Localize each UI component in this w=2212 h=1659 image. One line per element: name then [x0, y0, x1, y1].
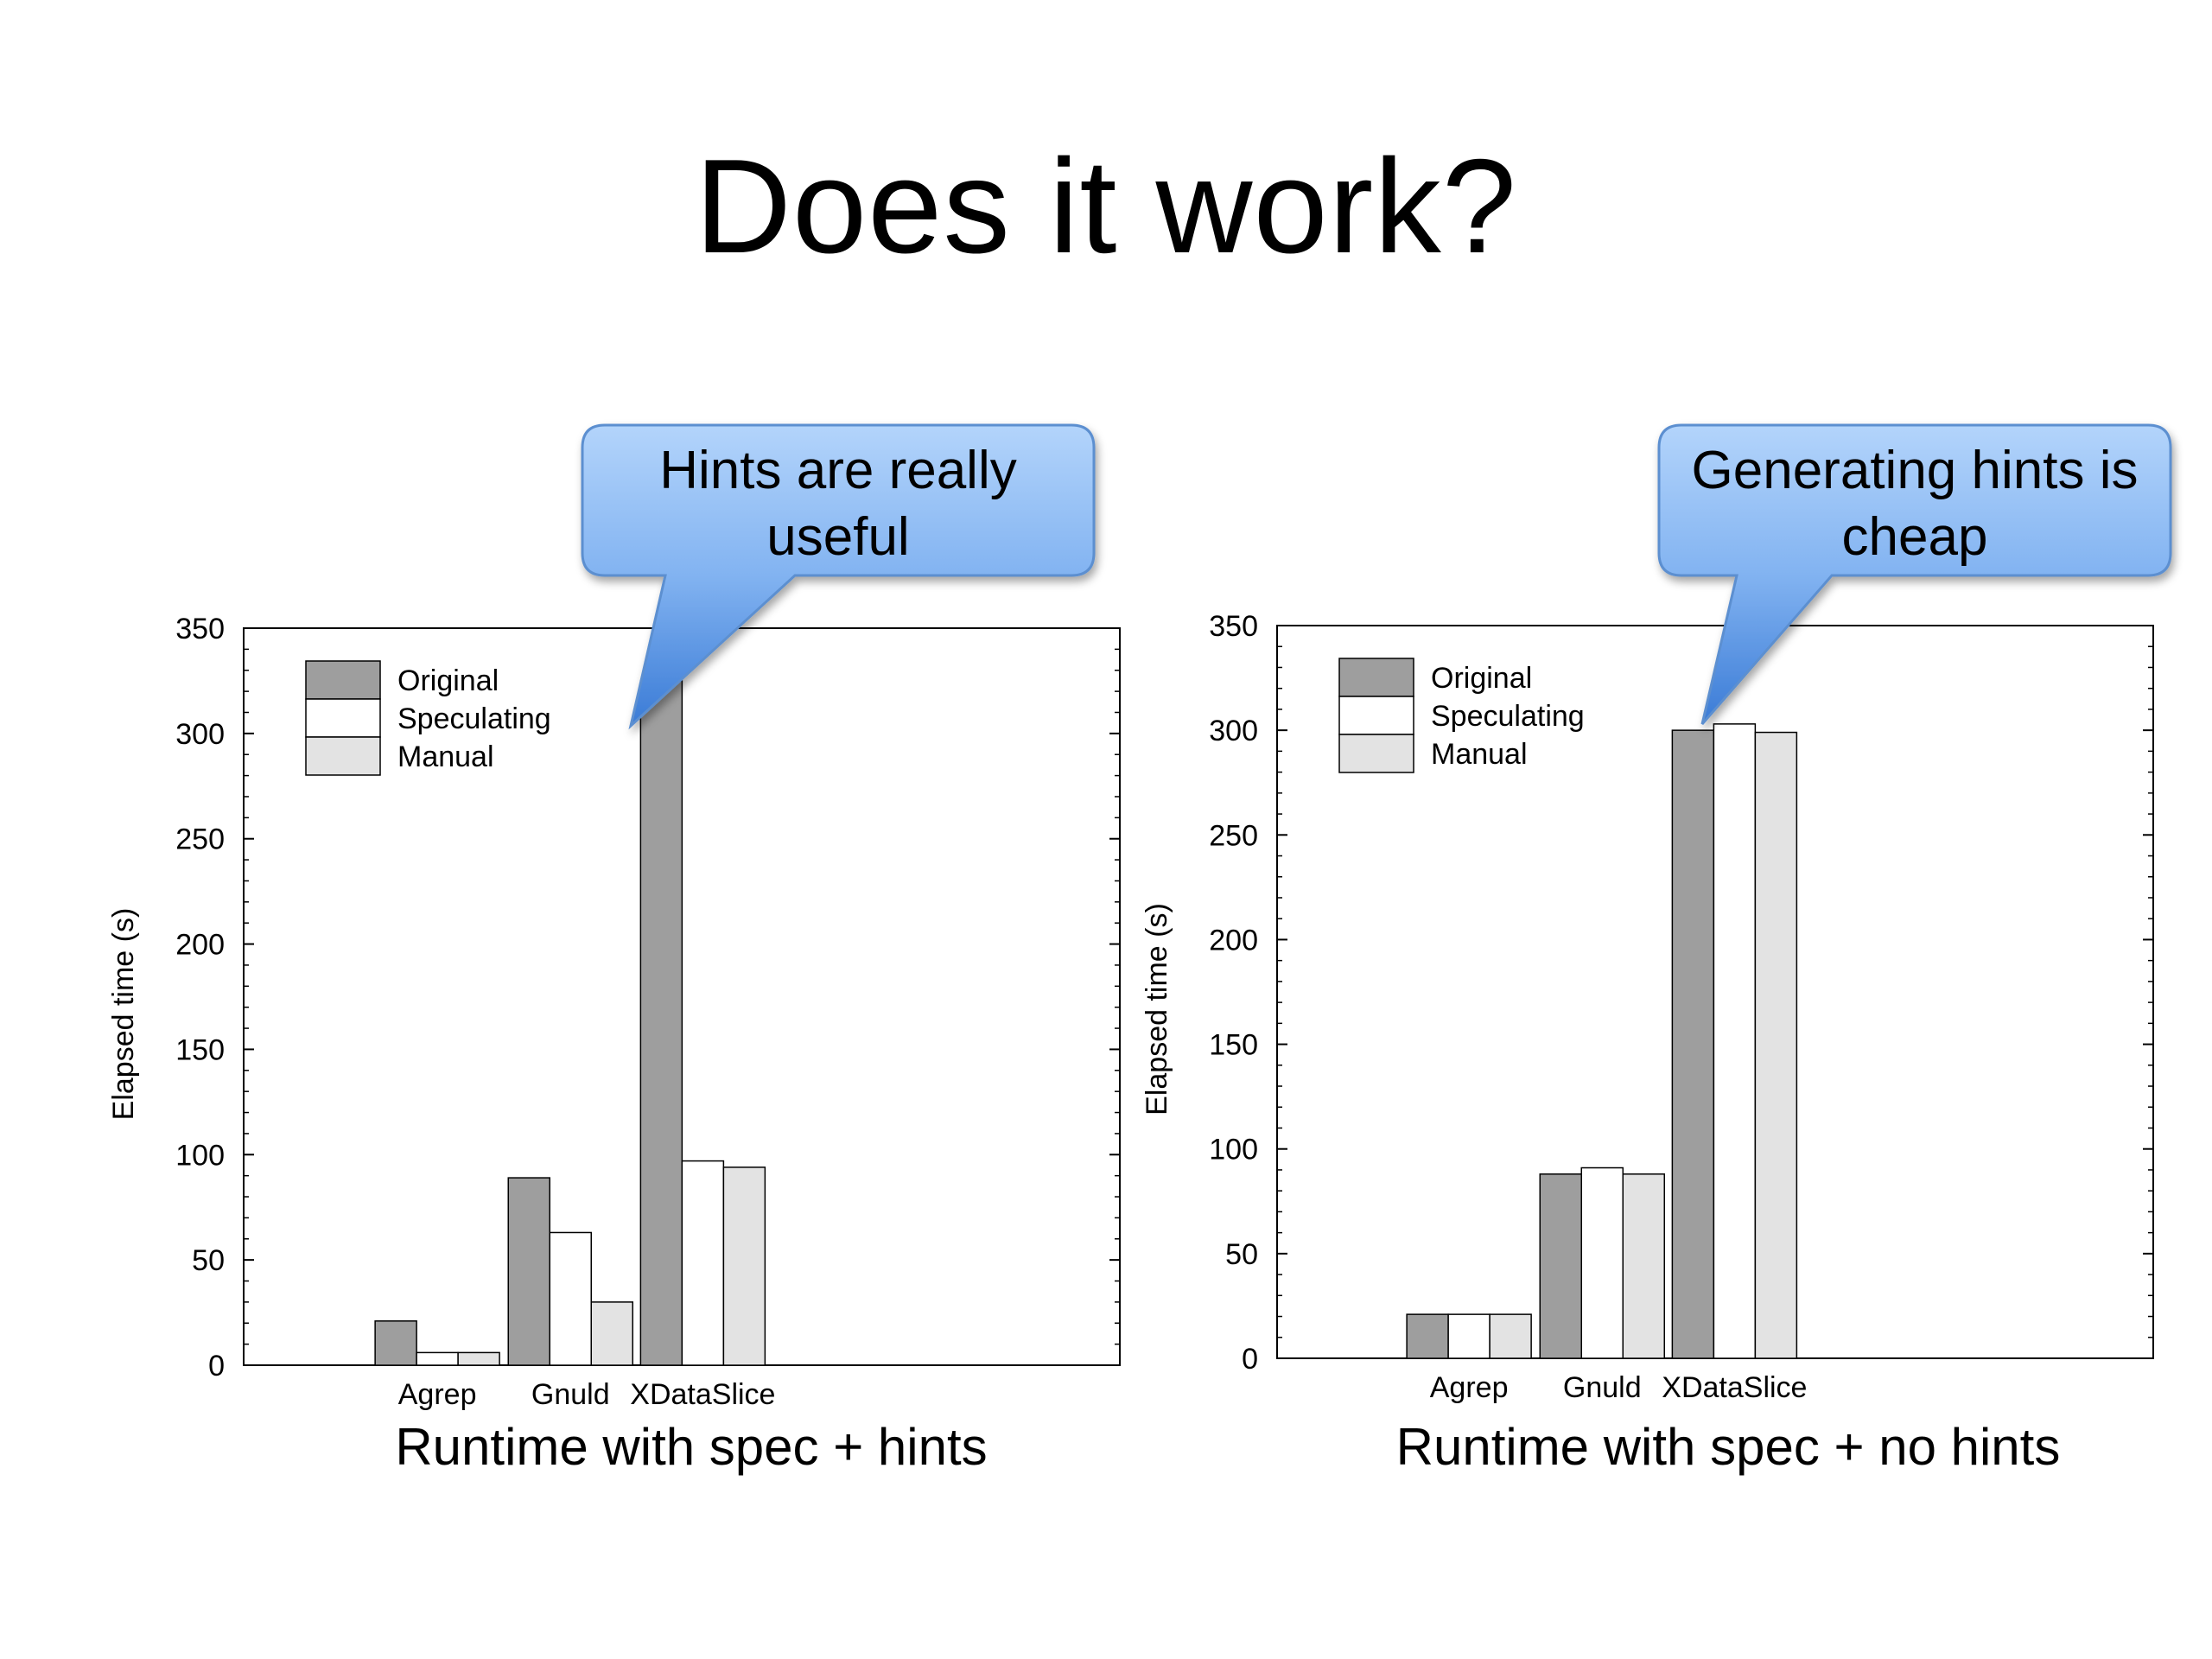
legend-label: Original — [397, 664, 499, 697]
bar — [1489, 1313, 1532, 1359]
chart-caption-no-hints: Runtime with spec + no hints — [1395, 1418, 2061, 1476]
y-tick-label: 50 — [192, 1244, 225, 1277]
bar — [1447, 1313, 1491, 1359]
y-tick-label: 200 — [175, 929, 225, 962]
legend-label: Speculating — [397, 702, 551, 735]
x-tick-label: XDataSlice — [1662, 1371, 1807, 1404]
y-tick-label: 300 — [1209, 715, 1258, 747]
legend-label: Speculating — [1431, 700, 1585, 733]
y-tick-label: 250 — [1209, 819, 1258, 852]
callout-shape — [581, 423, 1096, 730]
y-tick-label: 250 — [175, 823, 225, 856]
x-tick-label: Agrep — [398, 1378, 477, 1411]
legend-swatch — [305, 736, 381, 776]
legend-label: Manual — [397, 741, 494, 773]
y-tick-label: 0 — [208, 1350, 225, 1382]
bar — [457, 1351, 500, 1366]
callout-text: useful — [766, 507, 909, 567]
bar — [722, 1166, 766, 1366]
bar — [681, 1160, 725, 1366]
y-tick-label: 200 — [1209, 924, 1258, 957]
legend-swatch — [1338, 734, 1414, 773]
bar — [1539, 1173, 1583, 1359]
x-tick-label: Gnuld — [1563, 1371, 1642, 1404]
callout-text: Generating hints is — [1692, 441, 2139, 500]
y-tick-label: 350 — [175, 613, 225, 645]
callout-shape — [1657, 423, 2172, 725]
bar — [1406, 1313, 1449, 1359]
bar — [1622, 1173, 1666, 1359]
chart-caption-hints: Runtime with spec + hints — [395, 1418, 988, 1476]
bar — [590, 1301, 634, 1366]
y-tick-label: 0 — [1242, 1343, 1258, 1376]
legend-label: Original — [1431, 662, 1532, 695]
bar — [639, 680, 683, 1366]
callout-text: Hints are really — [659, 441, 1016, 500]
bar — [1754, 731, 1798, 1359]
x-tick-label: Gnuld — [531, 1378, 610, 1411]
bar — [374, 1320, 417, 1366]
slide-title: Does it work? — [695, 131, 1517, 281]
y-axis-label: Elapsed time (s) — [107, 908, 140, 1121]
y-tick-label: 150 — [175, 1033, 225, 1066]
bar — [1671, 729, 1715, 1359]
y-tick-label: 100 — [1209, 1134, 1258, 1166]
legend-swatch — [1338, 696, 1414, 735]
x-tick-label: Agrep — [1430, 1371, 1509, 1404]
legend-label: Manual — [1431, 738, 1528, 771]
legend-swatch — [305, 698, 381, 738]
x-tick-label: XDataSlice — [630, 1378, 775, 1411]
y-tick-label: 350 — [1209, 610, 1258, 643]
legend-swatch — [1338, 658, 1414, 697]
y-axis-label: Elapsed time (s) — [1141, 903, 1173, 1116]
bar — [1580, 1166, 1624, 1359]
bar — [549, 1231, 593, 1366]
bar — [507, 1177, 551, 1366]
y-tick-label: 300 — [175, 718, 225, 751]
y-tick-label: 150 — [1209, 1029, 1258, 1062]
y-tick-label: 50 — [1225, 1238, 1258, 1271]
callout-text: cheap — [1842, 507, 1988, 567]
y-tick-label: 100 — [175, 1139, 225, 1172]
